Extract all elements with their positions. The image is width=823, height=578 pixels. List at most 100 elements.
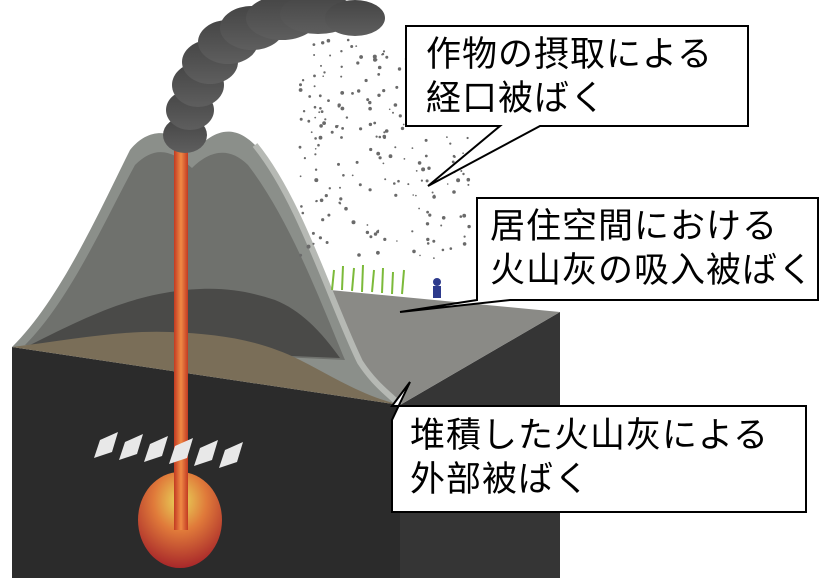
ash-particle	[417, 161, 422, 165]
ash-particle	[424, 138, 428, 142]
ash-plume	[163, 0, 385, 153]
ash-particle	[411, 147, 414, 150]
ash-particle	[328, 187, 331, 190]
ash-particle	[339, 197, 343, 201]
ash-particle	[314, 168, 318, 171]
ash-particle	[432, 239, 436, 243]
ash-particle	[397, 179, 400, 183]
ash-particle	[322, 75, 325, 77]
tephra-layer	[12, 331, 400, 405]
ash-particle	[392, 111, 394, 114]
ash-particle	[446, 183, 449, 185]
ash-particle	[312, 242, 315, 245]
ash-particle	[321, 218, 325, 222]
ash-particle	[341, 126, 344, 130]
ash-particle	[324, 194, 328, 198]
ash-particle	[306, 244, 311, 249]
ash-particle	[426, 210, 429, 214]
ash-particle	[313, 85, 316, 88]
ash-particle	[358, 183, 362, 187]
ash-particle	[381, 53, 383, 56]
ash-particle	[373, 232, 378, 236]
ash-particle	[396, 240, 398, 242]
ash-particle	[314, 148, 317, 150]
ash-particle	[441, 248, 445, 252]
ash-particle	[369, 235, 373, 239]
callout-oral-ingestion: 作物の摂取による 経口被ばく	[426, 33, 713, 121]
callout-external-exposure: 堆積した火山灰による 外部被ばく	[410, 414, 769, 502]
ash-particle	[426, 237, 430, 242]
ash-particle	[369, 147, 373, 152]
callout-external-line2: 外部被ばく	[410, 460, 591, 500]
ash-particle	[298, 145, 302, 149]
ash-particle	[356, 61, 360, 65]
ash-particle	[322, 121, 326, 125]
ash-particle	[466, 177, 471, 182]
ash-particle	[337, 162, 340, 166]
ash-particle	[395, 85, 399, 89]
ash-particle	[310, 131, 313, 134]
ash-particle	[452, 190, 456, 194]
ash-particle	[311, 231, 315, 235]
callout-oral-line1: 作物の摂取による	[426, 35, 713, 75]
ash-particle	[325, 241, 329, 244]
ash-particle	[355, 160, 359, 164]
ash-particle	[418, 207, 420, 210]
ash-particle	[299, 83, 302, 87]
ash-particle	[415, 194, 417, 197]
ash-particle	[355, 45, 358, 47]
ash-particle	[351, 92, 354, 95]
ash-particle	[301, 211, 305, 215]
ash-particle	[317, 143, 320, 147]
callout-box-inhalation	[399, 197, 819, 313]
ash-particle	[368, 106, 372, 111]
ash-particle	[412, 249, 416, 254]
ash-particle	[415, 170, 418, 172]
ash-particle	[383, 131, 386, 134]
ash-particle	[400, 126, 405, 131]
ash-particle	[440, 224, 443, 227]
ash-particle	[378, 135, 382, 139]
ash-particle	[319, 124, 323, 128]
callout-box-oral	[405, 25, 749, 187]
ash-particle	[326, 38, 331, 43]
ash-particle	[467, 224, 471, 229]
ash-particle	[372, 54, 377, 59]
crops	[331, 264, 405, 295]
ash-particle	[449, 142, 452, 145]
ash-particle	[373, 121, 377, 125]
ash-particle	[337, 105, 341, 108]
ash-particle	[319, 198, 324, 203]
ash-particle	[393, 103, 398, 107]
ash-particle	[359, 55, 363, 59]
callout-inhalation-line2: 火山灰の吸入被ばく	[490, 251, 815, 291]
ash-particle	[377, 229, 380, 232]
ash-particle	[463, 235, 466, 238]
ash-particle	[456, 178, 461, 183]
ash-particle	[320, 110, 324, 113]
ash-particle	[357, 253, 361, 257]
ash-particle	[364, 78, 368, 83]
ash-particle	[351, 220, 356, 225]
ash-particle	[449, 247, 453, 250]
ash-particle	[318, 236, 322, 240]
ash-particle	[385, 55, 389, 59]
callout-inhalation: 居住空間における 火山灰の吸入被ばく	[490, 205, 814, 293]
ash-particle	[350, 45, 354, 48]
ash-particle	[376, 151, 381, 156]
ash-particle	[377, 73, 381, 76]
ash-particle	[382, 50, 386, 53]
ash-particle	[377, 93, 381, 98]
ash-particle	[419, 254, 421, 257]
ash-particle	[314, 178, 319, 183]
ash-particle	[378, 156, 382, 160]
ash-particle	[314, 137, 317, 140]
ash-particle	[383, 237, 387, 241]
sensor-array	[94, 432, 243, 468]
ash-particle	[398, 114, 402, 118]
ground-block-front	[12, 347, 400, 578]
ash-particle	[427, 166, 431, 170]
ash-particle	[388, 154, 393, 159]
